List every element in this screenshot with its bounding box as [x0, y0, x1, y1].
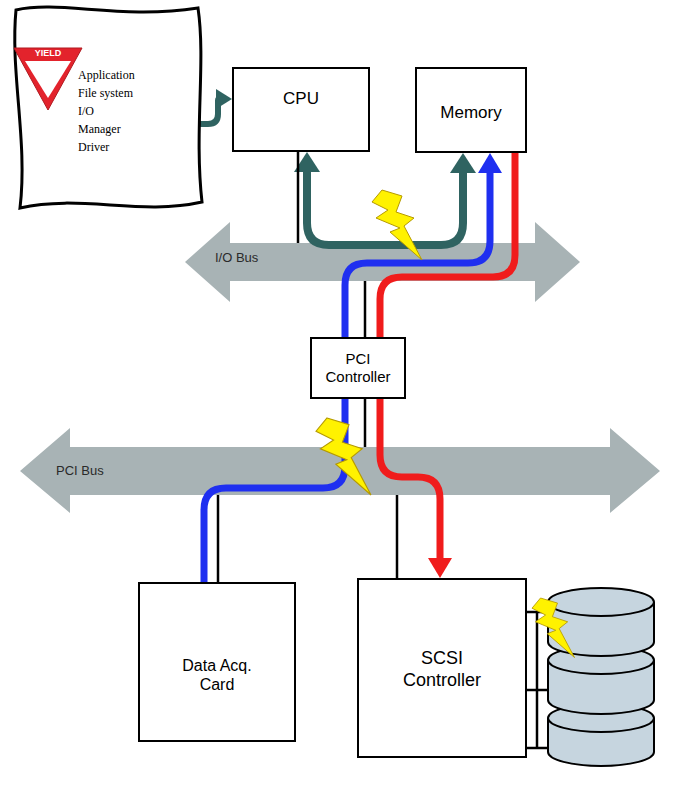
software-layer-label: I/O	[78, 102, 135, 120]
connector-line	[217, 495, 220, 582]
cpu-box: CPU	[232, 67, 370, 152]
box-label: Data Acq. Card	[172, 656, 262, 694]
software-stack-flag: ApplicationFile systemI/OManagerDriver	[10, 2, 206, 214]
software-layer-label: Driver	[78, 138, 135, 156]
disk-wires	[527, 612, 550, 748]
yield-sign	[14, 48, 82, 110]
yield-sign-inner	[25, 61, 71, 98]
flag-outline	[10, 2, 206, 214]
lightning-bolt	[372, 190, 422, 260]
flag-shape	[15, 7, 202, 208]
bus-connector	[298, 152, 299, 243]
pci-controller-box: PCI Controller	[310, 337, 406, 399]
lightning-bolts	[316, 190, 575, 658]
lightning-bolt	[316, 418, 371, 495]
connector-line	[396, 495, 399, 578]
arrowhead	[478, 153, 502, 173]
connector-line	[364, 281, 367, 337]
flag-text-column: ApplicationFile systemI/OManagerDriver	[78, 66, 135, 156]
bus-connector	[198, 89, 232, 124]
memory-box: Memory	[415, 67, 527, 153]
disk-top	[548, 588, 654, 616]
data-acq-card-box: Data Acq. Card	[138, 582, 296, 742]
bus-connector	[365, 399, 366, 447]
disk-wire	[536, 612, 539, 748]
arrowhead	[216, 89, 232, 109]
connector-line	[364, 399, 367, 447]
software-layer-label: File system	[78, 84, 135, 102]
software-layer-label: Manager	[78, 120, 135, 138]
bus-label: PCI Bus	[56, 463, 104, 479]
arrowhead	[428, 558, 452, 578]
software-layer-label: Application	[78, 66, 135, 84]
box-label: Memory	[440, 103, 501, 123]
disk-stack	[548, 588, 654, 766]
connector-line	[297, 152, 300, 243]
lightning-bolt	[532, 598, 575, 658]
box-label: SCSI Controller	[387, 648, 497, 691]
connector-line	[204, 167, 490, 582]
bus-connector	[365, 281, 366, 337]
box-label: CPU	[283, 89, 319, 109]
bus-connector	[204, 153, 502, 582]
bus-label: I/O Bus	[215, 250, 258, 266]
bus-connector	[218, 495, 219, 582]
disk-wire	[527, 747, 550, 750]
disk-wire	[527, 689, 550, 692]
sign-text: YIELD	[14, 48, 82, 58]
bus-connector	[397, 495, 398, 578]
scsi-controller-box: SCSI Controller	[357, 578, 527, 758]
box-label: PCI Controller	[318, 350, 398, 386]
arrowhead	[450, 153, 476, 173]
